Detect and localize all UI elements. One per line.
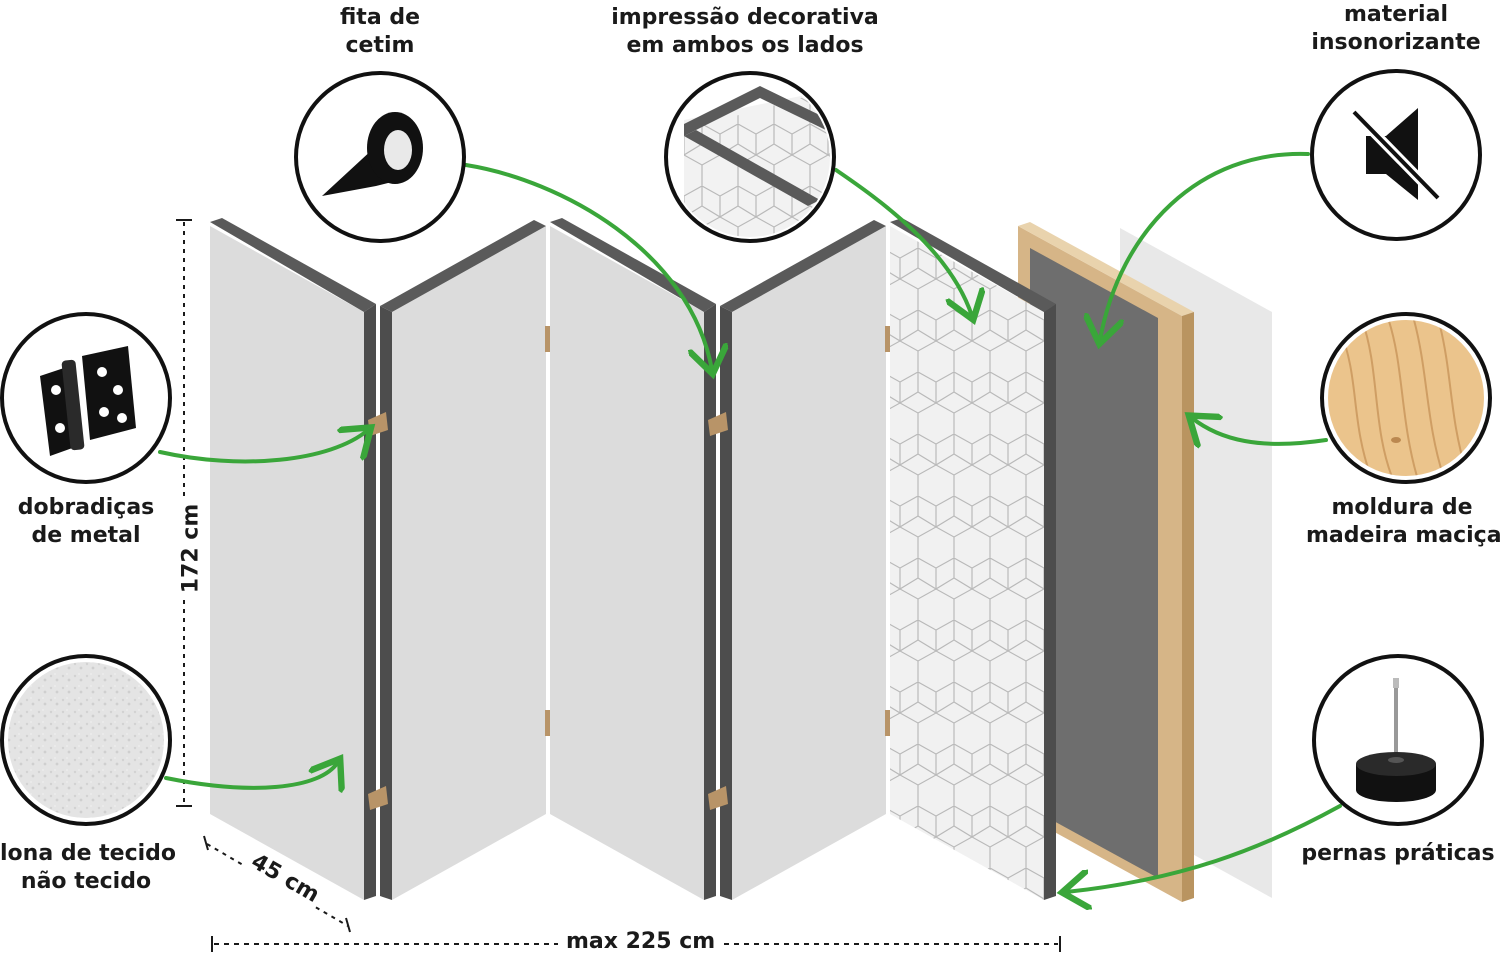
wood-grain-icon bbox=[1328, 320, 1484, 476]
fabric-callout bbox=[0, 654, 172, 826]
arrow-hinges bbox=[158, 430, 368, 464]
mute-speaker-icon bbox=[1350, 108, 1442, 202]
label-ribbon: fita de cetim bbox=[330, 4, 430, 60]
wooden-frame bbox=[1018, 222, 1194, 902]
label-fabric-line-2: não tecido bbox=[20, 869, 152, 894]
arrow-print bbox=[834, 168, 972, 316]
label-soundproof-line-2: insonorizante bbox=[1311, 30, 1481, 55]
label-legs: pernas práticas bbox=[1300, 840, 1496, 868]
panel-4 bbox=[720, 220, 886, 900]
panel-2 bbox=[380, 220, 546, 900]
arrow-fabric bbox=[164, 762, 338, 788]
label-hinges-line-1: dobradiças bbox=[17, 495, 155, 520]
label-soundproof-line-1: material bbox=[1344, 2, 1448, 27]
soundproof-callout bbox=[1310, 69, 1482, 241]
label-legs-line-1: pernas práticas bbox=[1301, 841, 1495, 866]
label-ribbon-line-2: cetim bbox=[345, 33, 415, 58]
legs-callout bbox=[1312, 654, 1484, 826]
ribbon-callout bbox=[294, 71, 466, 243]
arrow-legs bbox=[1066, 804, 1342, 892]
label-frame-line-1: moldura de bbox=[1331, 495, 1473, 520]
label-frame: moldura de madeira maciça bbox=[1306, 494, 1500, 550]
nonwoven-fabric-icon bbox=[8, 662, 164, 818]
label-soundproof: material insonorizante bbox=[1306, 1, 1486, 57]
decorative-print-icon bbox=[684, 86, 830, 237]
label-hinges: dobradiças de metal bbox=[6, 494, 166, 550]
arrow-ribbon bbox=[464, 163, 712, 370]
panel-3 bbox=[550, 218, 716, 900]
frame-callout bbox=[1320, 312, 1492, 484]
label-fabric: lona de tecido não tecido bbox=[0, 840, 177, 896]
label-print: impressão decorativa em ambos os lados bbox=[610, 4, 880, 60]
label-ribbon-line-1: fita de bbox=[340, 5, 420, 30]
print-callout bbox=[664, 71, 836, 243]
screen-leg-icon bbox=[1356, 678, 1436, 802]
label-frame-line-2: madeira maciça bbox=[1306, 523, 1500, 548]
label-fabric-line-1: lona de tecido bbox=[0, 841, 177, 866]
height-dimension-label: 172 cm bbox=[178, 497, 204, 600]
label-print-line-2: em ambos os lados bbox=[626, 33, 864, 58]
metal-hinge-icon bbox=[40, 346, 136, 456]
arrow-frame bbox=[1192, 418, 1328, 444]
width-dimension-label: max 225 cm bbox=[558, 929, 724, 954]
panel-1 bbox=[210, 218, 376, 900]
hinges-callout bbox=[0, 312, 172, 484]
label-hinges-line-2: de metal bbox=[31, 523, 141, 548]
label-print-line-1: impressão decorativa bbox=[611, 5, 879, 30]
panel-5-patterned bbox=[890, 218, 1056, 900]
soundproof-board bbox=[1030, 248, 1158, 878]
hinges bbox=[368, 326, 890, 810]
satin-ribbon-roll-icon bbox=[322, 112, 423, 196]
arrow-soundproof bbox=[1100, 151, 1310, 340]
